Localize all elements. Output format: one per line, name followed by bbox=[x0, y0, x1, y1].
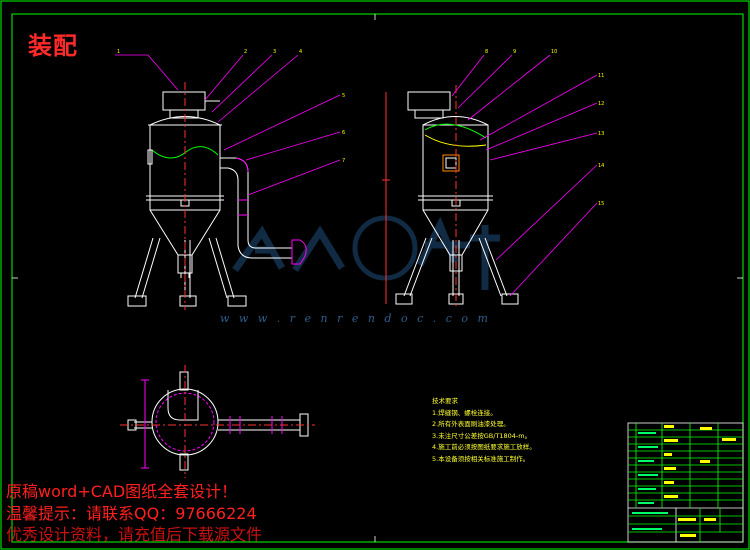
balloon-12: 12 bbox=[598, 101, 604, 107]
watermark-site-text: w w w . r e n r e n d o c . c o m bbox=[220, 312, 491, 325]
balloon-15: 15 bbox=[598, 201, 604, 207]
technical-requirement-item: 4.施工前必须按图纸要求施工放样。 bbox=[432, 443, 536, 451]
front-balloons: 1 2 3 4 5 6 7 bbox=[117, 49, 345, 164]
drawing-title: 装配 bbox=[28, 32, 78, 60]
support-legs bbox=[134, 237, 235, 299]
balloon-5: 5 bbox=[342, 93, 345, 99]
promo-line-3: 优秀设计资料，请充值后下载源文件 bbox=[6, 525, 263, 544]
balloon-1: 1 bbox=[117, 49, 120, 55]
watermark-logo bbox=[232, 215, 500, 290]
balloon-7: 7 bbox=[342, 158, 345, 164]
side-motor bbox=[407, 91, 451, 111]
outlet-pipe bbox=[220, 157, 307, 265]
technical-requirement-item: 5.本设备须按相关标准施工制作。 bbox=[432, 454, 530, 463]
balloon-10: 10 bbox=[551, 49, 557, 55]
promo-line-2: 温馨提示：请联系QQ：97666224 bbox=[6, 504, 257, 523]
balloon-8: 8 bbox=[485, 49, 488, 55]
technical-requirement-item: 1.焊缝钢、螺栓连接。 bbox=[432, 408, 497, 417]
side-balloons: 8 9 10 11 12 13 14 15 bbox=[485, 49, 604, 207]
technical-requirement-item: 2.所有外表面刷油漆处理。 bbox=[432, 420, 510, 428]
title-block bbox=[627, 422, 744, 543]
balloon-6: 6 bbox=[342, 130, 345, 136]
promo-line-1: 原稿word+CAD图纸全套设计！ bbox=[6, 482, 238, 501]
balloon-2: 2 bbox=[244, 49, 247, 55]
front-leaders bbox=[115, 54, 341, 196]
top-view bbox=[120, 365, 315, 478]
side-inspection-port bbox=[442, 154, 460, 172]
technical-requirements: 技术要求 1.焊缝钢、螺栓连接。 2.所有外表面刷油漆处理。 3.未注尺寸公差按… bbox=[432, 396, 536, 465]
balloon-13: 13 bbox=[598, 131, 604, 137]
front-view bbox=[127, 82, 307, 310]
technical-requirements-heading: 技术要求 bbox=[432, 397, 458, 405]
center-marks bbox=[12, 14, 743, 542]
balloon-4: 4 bbox=[299, 49, 302, 55]
balloon-3: 3 bbox=[273, 49, 276, 55]
balloon-9: 9 bbox=[513, 49, 516, 55]
balloon-11: 11 bbox=[598, 73, 604, 79]
motor bbox=[162, 91, 206, 111]
balloon-14: 14 bbox=[598, 163, 604, 169]
side-view bbox=[382, 85, 519, 306]
top-view-outlet-pipe bbox=[218, 413, 309, 437]
side-leaders bbox=[451, 54, 598, 297]
technical-requirement-item: 3.未注尺寸公差按GB/T1804-m。 bbox=[432, 431, 532, 440]
